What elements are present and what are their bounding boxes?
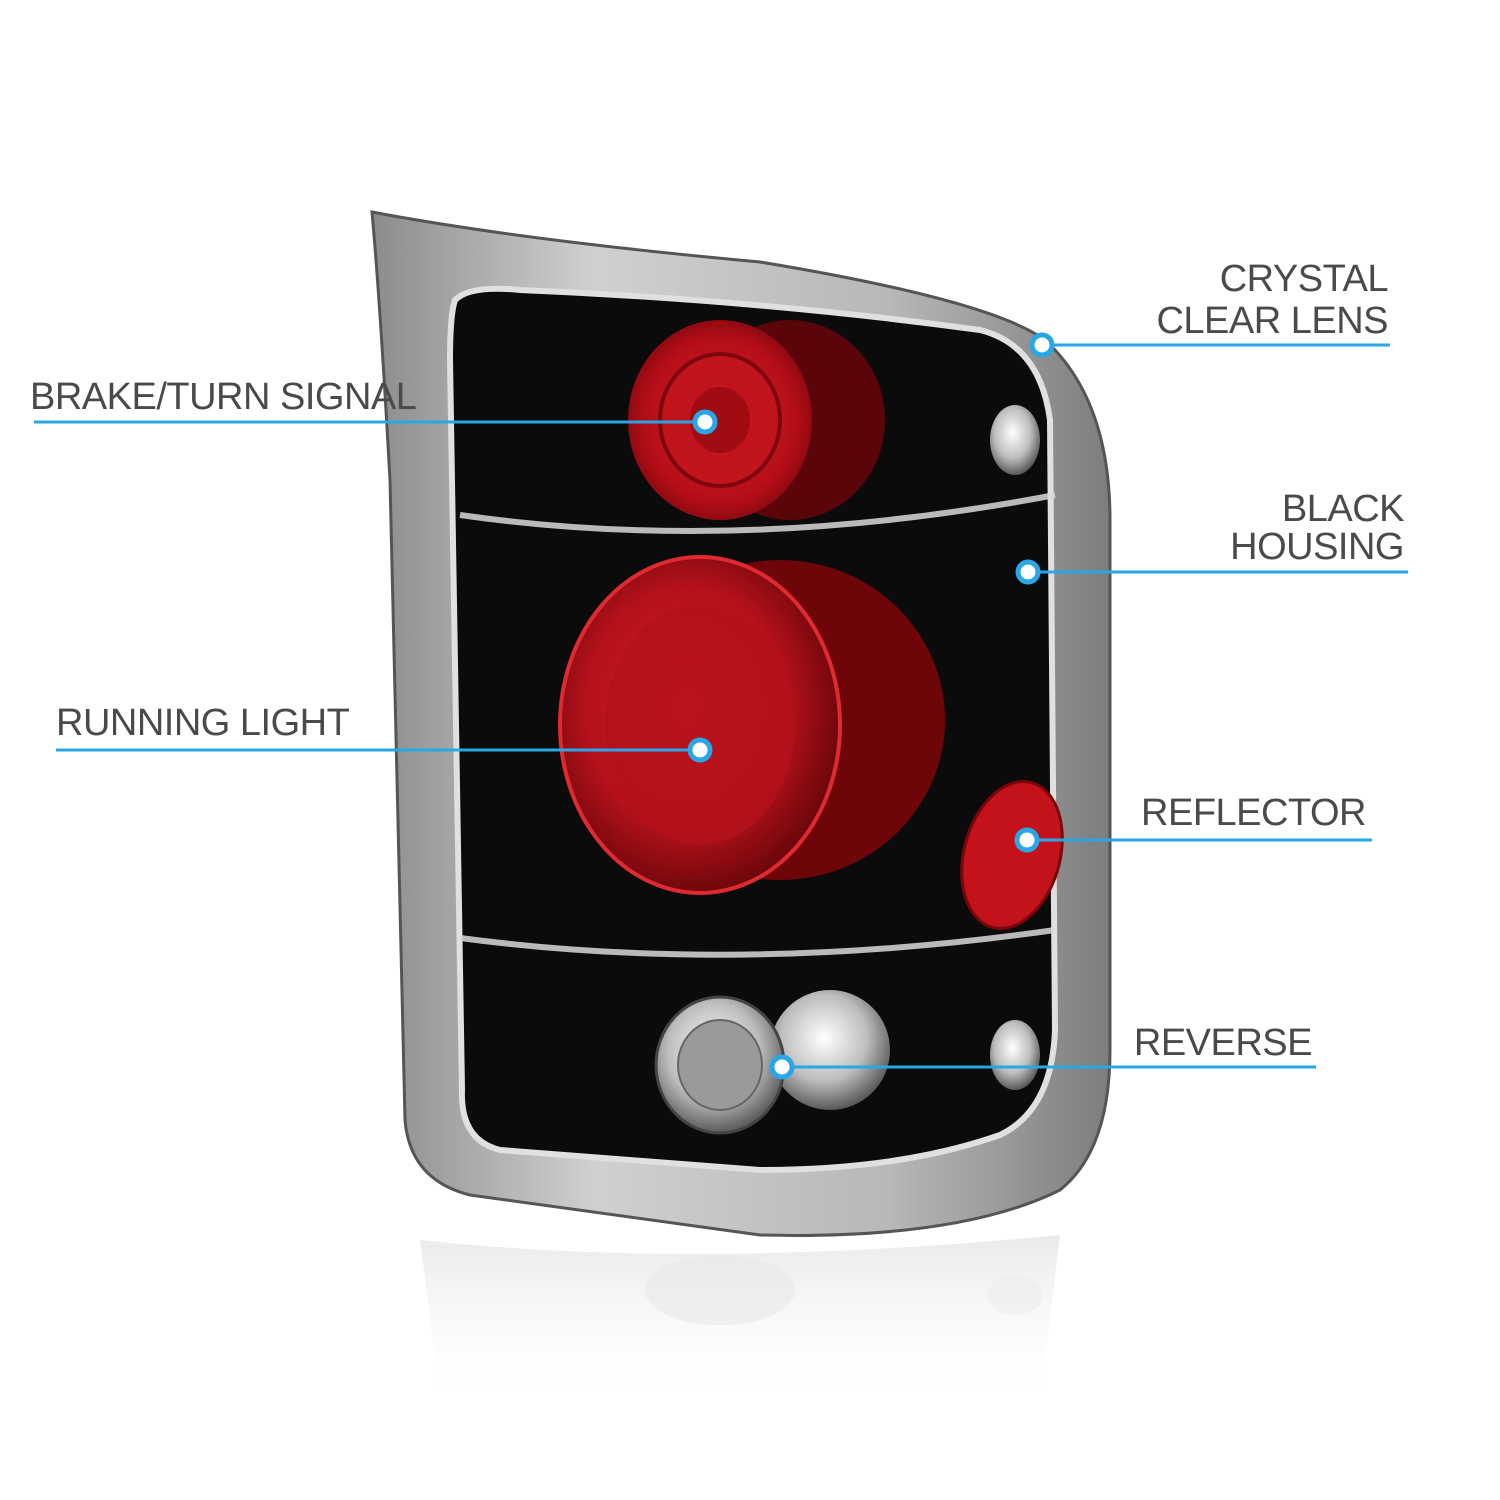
callout-dot-brake xyxy=(692,409,718,435)
running-light-lens xyxy=(558,555,945,895)
label-crystal-clear-lens: CRYSTAL CLEAR LENS xyxy=(1156,260,1388,340)
callout-dot-crystal xyxy=(1029,332,1055,358)
label-brake-turn-signal: BRAKE/TURN SIGNAL xyxy=(30,376,417,418)
callout-dot-running xyxy=(687,737,713,763)
label-text-line2: CLEAR LENS xyxy=(1156,300,1388,342)
label-running-light: RUNNING LIGHT xyxy=(56,702,350,744)
label-reflector: REFLECTOR xyxy=(1141,794,1366,832)
label-text: BRAKE/TURN SIGNAL xyxy=(30,376,417,418)
brake-turn-lens xyxy=(628,320,885,520)
reflector-lens xyxy=(960,779,1064,931)
mounting-stud-upper xyxy=(990,405,1040,475)
label-black-housing: BLACK HOUSING xyxy=(1230,490,1404,566)
label-reverse: REVERSE xyxy=(1133,1022,1313,1064)
reverse-lens xyxy=(654,990,890,1135)
label-text: REFLECTOR xyxy=(1141,792,1366,834)
callout-dot-reflector xyxy=(1014,827,1040,853)
label-text-line2: HOUSING xyxy=(1230,526,1404,568)
floor-reflection xyxy=(420,1235,1060,1409)
label-text-line1: CRYSTAL xyxy=(1219,258,1389,300)
callout-dot-reverse xyxy=(769,1054,795,1080)
callout-dot-housing xyxy=(1015,559,1041,585)
label-text-line1: BLACK xyxy=(1281,488,1405,530)
mounting-stud-lower xyxy=(990,1020,1040,1090)
label-text: REVERSE xyxy=(1133,1022,1313,1064)
label-text: RUNNING LIGHT xyxy=(56,702,350,744)
